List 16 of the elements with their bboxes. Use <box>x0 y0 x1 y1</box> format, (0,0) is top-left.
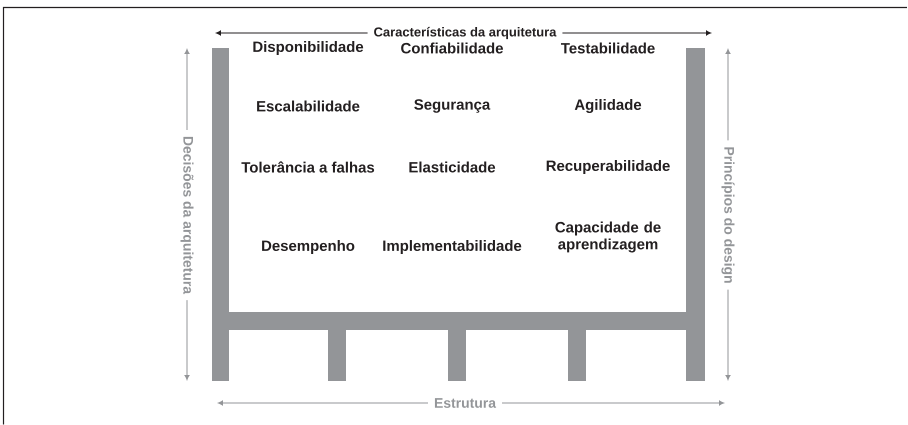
characteristic-label: Agilidade <box>574 99 642 113</box>
characteristic-label: Confiabilidade <box>401 42 503 54</box>
characteristic-label: Implementabilidade <box>383 240 522 254</box>
characteristic-label: Elasticidade <box>409 162 496 172</box>
characteristic-label: Tolerância a falhas <box>241 161 374 173</box>
characteristic-label: Disponibilidade <box>253 41 364 55</box>
side-label: Características da arquitetura <box>368 24 562 42</box>
characteristic-label: Recuperabilidade <box>546 160 670 174</box>
characteristic-label: Escalabilidade <box>257 100 360 112</box>
characteristic-label: Desempenho <box>262 240 354 254</box>
side-label: Princípios do design <box>718 140 738 290</box>
side-label: Decisões da arquitetura <box>177 130 197 300</box>
characteristic-label: Segurança <box>414 99 490 113</box>
characteristic-label: Capacidade de aprendizagem <box>555 222 661 252</box>
side-label: Estrutura <box>428 394 502 412</box>
characteristic-label: Testabilidade <box>560 42 655 54</box>
